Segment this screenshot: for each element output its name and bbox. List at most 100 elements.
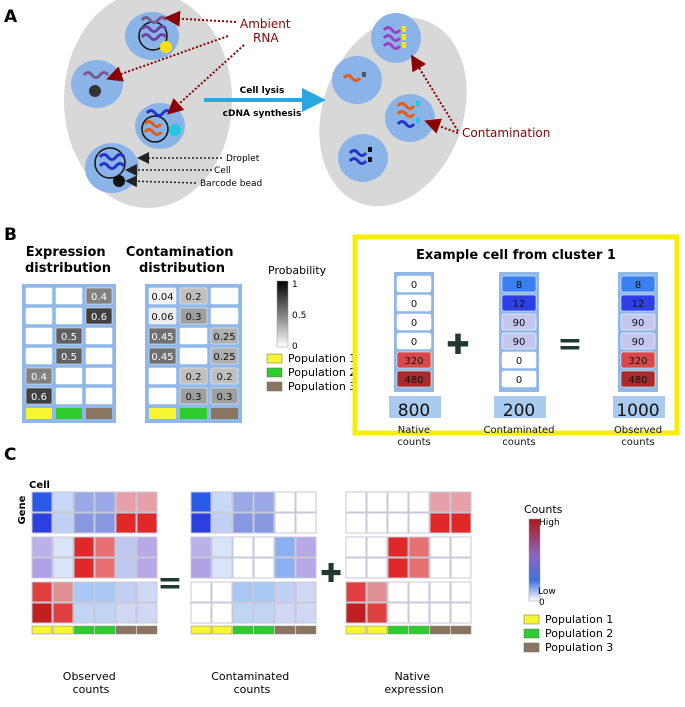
contamination-grid-value: 0.3 xyxy=(217,392,233,403)
expression-grid-cell xyxy=(85,387,113,405)
counts-colorbar xyxy=(528,518,541,602)
expression-grid-cell xyxy=(25,287,53,305)
native-counts-label: Native xyxy=(398,425,430,436)
native-counts-value: 0 xyxy=(411,280,417,291)
contamination-grid-value: 0.3 xyxy=(186,312,202,323)
probability-title: Probability xyxy=(268,264,327,277)
observed-counts-cell xyxy=(620,351,656,369)
native-heatmap-cell xyxy=(429,512,451,534)
plus-sign: ✚ xyxy=(446,328,469,361)
native-counts-cell xyxy=(396,294,432,312)
native-heatmap-population-bar xyxy=(408,625,430,635)
contamination-grid-population-bar xyxy=(180,408,207,419)
contamination-grid-value: 0.06 xyxy=(151,312,173,323)
contamination-grid-population-bar xyxy=(149,408,176,419)
population-swatch xyxy=(523,642,540,653)
observed-heatmap-cell xyxy=(115,581,137,603)
observed-heatmap-cell xyxy=(73,512,95,534)
native-heatmap-cell xyxy=(408,512,430,534)
observed-heatmap-cell xyxy=(94,512,116,534)
contaminated-heatmap-cell xyxy=(211,602,233,624)
contaminated-heatmap-cell xyxy=(190,536,212,558)
counts-low: Low xyxy=(538,587,556,597)
observed-heatmap-cell xyxy=(94,491,116,513)
probability-colorbar xyxy=(276,280,289,348)
observed-heatmap-cell xyxy=(73,536,95,558)
contamination-grid-cell xyxy=(179,327,208,345)
native-heatmap-cell xyxy=(408,491,430,513)
observed-heatmap-population-bar xyxy=(31,625,53,635)
expression-grid-population-bar xyxy=(86,408,112,419)
observed-counts-value: 8 xyxy=(635,280,641,291)
observed-heatmap-population-bar xyxy=(94,625,116,635)
observed-heatmap-population-bar xyxy=(115,625,137,635)
contaminated-heatmap-cell xyxy=(274,512,296,534)
contamination-title-line2: distribution xyxy=(139,261,225,276)
native-heatmap-cell xyxy=(387,512,409,534)
native-counts-value: 0 xyxy=(411,299,417,310)
contaminated-heatmap-cell xyxy=(253,581,275,603)
observed-heatmap-cell xyxy=(94,602,116,624)
contaminated-heatmap-cell xyxy=(274,602,296,624)
expression-grid-cell xyxy=(55,387,83,405)
native-heatmap-population-bar xyxy=(387,625,409,635)
contaminated-heatmap-cell xyxy=(232,536,254,558)
expression-grid-value: 0.5 xyxy=(61,352,77,363)
native-heatmap-cell xyxy=(387,581,409,603)
population-swatch xyxy=(523,628,540,639)
contaminated-counts-value: 0 xyxy=(516,375,522,386)
observed-heatmap-cell xyxy=(73,491,95,513)
observed-label-line2: counts xyxy=(73,683,110,696)
contamination-grid-cell xyxy=(148,327,177,345)
native-counts-cell xyxy=(396,275,432,293)
observed-counts-cell xyxy=(620,332,656,350)
contaminated-counts-cell xyxy=(501,294,537,312)
native-heatmap-cell xyxy=(408,536,430,558)
observed-label-line1: Observed xyxy=(63,670,116,683)
contamination-grid-cell xyxy=(179,347,208,365)
contaminated-heatmap-cell xyxy=(253,557,275,579)
contamination-grid-cell xyxy=(210,347,239,365)
native-heatmap-cell xyxy=(408,557,430,579)
droplet-label: Droplet xyxy=(226,154,260,164)
contamination-grid-cell xyxy=(179,307,208,325)
contaminated-counts-total: 200 xyxy=(503,401,535,421)
native-heatmap-cell xyxy=(345,557,367,579)
observed-counts-value: 90 xyxy=(632,337,645,348)
population-swatch xyxy=(266,353,283,364)
native-counts-cell xyxy=(396,313,432,331)
contamination-title: Contamination distribution xyxy=(126,245,238,276)
contaminated-counts-value: 0 xyxy=(516,356,522,367)
expression-grid-cell xyxy=(25,367,53,385)
contaminated-counts-cell xyxy=(501,332,537,350)
native-heatmap-cell xyxy=(345,512,367,534)
counts-high: High xyxy=(539,518,560,528)
observed-heatmap-cell xyxy=(31,581,53,603)
native-heatmap-population-bar xyxy=(450,625,472,635)
observed-heatmap-cell xyxy=(73,602,95,624)
observed-heatmap-cell xyxy=(115,536,137,558)
expression-grid-cell xyxy=(85,307,113,325)
native-heatmap-cell xyxy=(450,602,472,624)
contaminated-counts-value: 90 xyxy=(513,318,526,329)
observed-heatmap-cell xyxy=(94,557,116,579)
expression-grid-cell xyxy=(55,327,83,345)
contaminated-label-line1: Contaminated xyxy=(211,670,289,683)
expression-grid-cell xyxy=(55,367,83,385)
panel-a-letter: A xyxy=(4,7,18,27)
observed-heatmap-cell xyxy=(136,557,158,579)
observed-heatmap-population-bar xyxy=(136,625,158,635)
native-heatmap-population-bar xyxy=(429,625,451,635)
contaminated-heatmap-cell xyxy=(232,557,254,579)
native-label-line2: expression xyxy=(384,683,443,696)
native-counts-cell xyxy=(396,332,432,350)
observed-heatmap-cell xyxy=(52,581,74,603)
contaminated-heatmap-cell xyxy=(232,512,254,534)
expression-grid-value: 0.4 xyxy=(91,292,107,303)
contamination-grid-cell xyxy=(148,367,177,385)
contaminated-counts-total-bg xyxy=(494,396,546,418)
contaminated-counts-value: 8 xyxy=(516,280,522,291)
ambient-rna-line2: RNA xyxy=(253,31,279,45)
